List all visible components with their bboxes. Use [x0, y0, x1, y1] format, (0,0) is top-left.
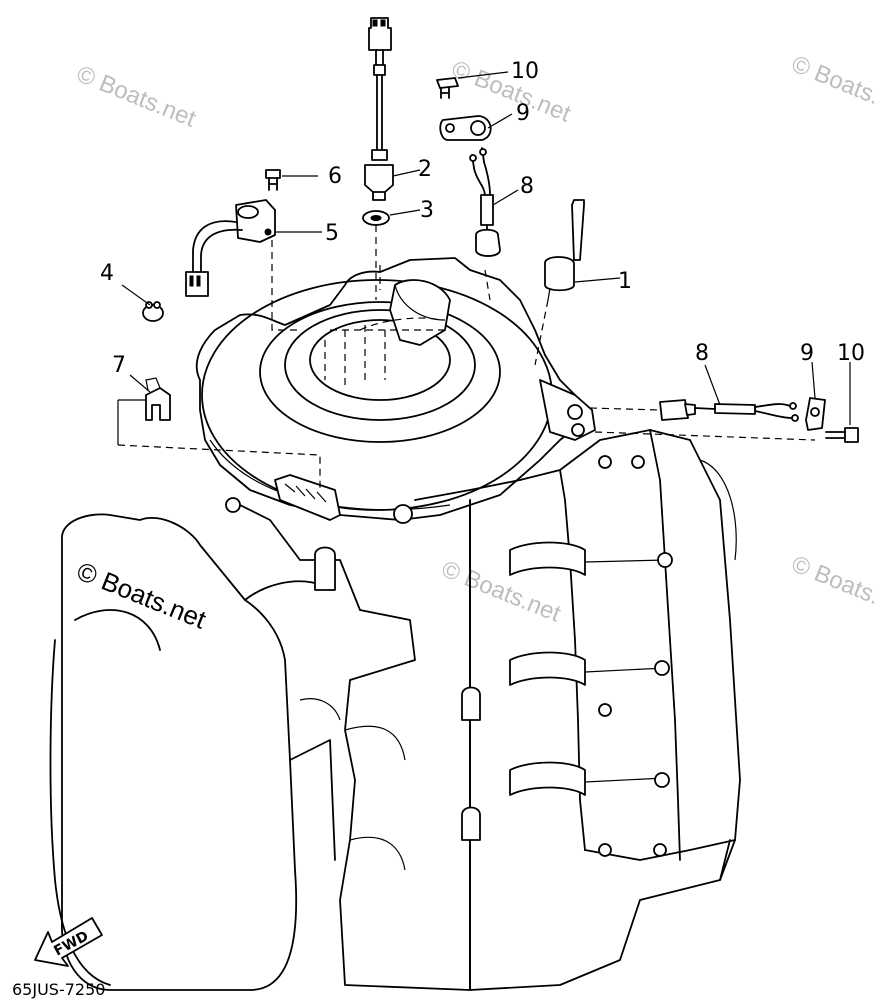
part-9-holder-top — [439, 115, 492, 141]
part-2-temperature-sensor — [364, 17, 394, 201]
callout-9-right: 9 — [800, 341, 814, 366]
part-6-screw — [265, 169, 281, 191]
callout-10-right: 10 — [837, 341, 865, 366]
callout-8-right: 8 — [695, 341, 709, 366]
callout-7: 7 — [112, 353, 126, 378]
callout-8-top: 8 — [520, 174, 534, 199]
part-10-bolt-right — [825, 427, 859, 443]
callout-10-top: 10 — [511, 59, 539, 84]
diagram-code: 65JUS-7250 — [12, 980, 105, 999]
watermark: © Boats.net — [788, 551, 874, 623]
flywheel-cover — [195, 257, 596, 524]
engine-right-block — [509, 429, 741, 881]
part-5-switch — [185, 199, 276, 297]
part-9-holder-right — [805, 397, 826, 431]
callout-leaders — [121, 71, 851, 425]
engine-crankcase — [229, 479, 731, 991]
callout-5: 5 — [325, 221, 339, 246]
callout-labels: 1 2 3 4 5 6 7 8 8 9 9 10 10 — [100, 59, 865, 378]
callout-1: 1 — [618, 269, 632, 294]
watermark: © Boats.net — [73, 61, 200, 133]
callout-9-top: 9 — [516, 101, 530, 126]
callout-6: 6 — [328, 164, 342, 189]
callout-4: 4 — [100, 261, 114, 286]
callout-2: 2 — [418, 157, 432, 182]
part-1-sensor — [534, 199, 585, 366]
callout-3: 3 — [420, 198, 434, 223]
part-7-bracket — [117, 377, 171, 445]
leader-dashed — [589, 407, 661, 411]
watermark-primary: © Boats.net — [73, 556, 211, 635]
watermark: © Boats.net — [788, 51, 874, 123]
part-8-sensor-top — [469, 147, 501, 257]
part-3-washer — [362, 210, 390, 226]
hidden-lines — [117, 240, 816, 490]
part-8-sensor-right — [659, 399, 799, 422]
part-10-bolt-top — [436, 77, 459, 99]
part-4-clamp — [142, 301, 164, 322]
